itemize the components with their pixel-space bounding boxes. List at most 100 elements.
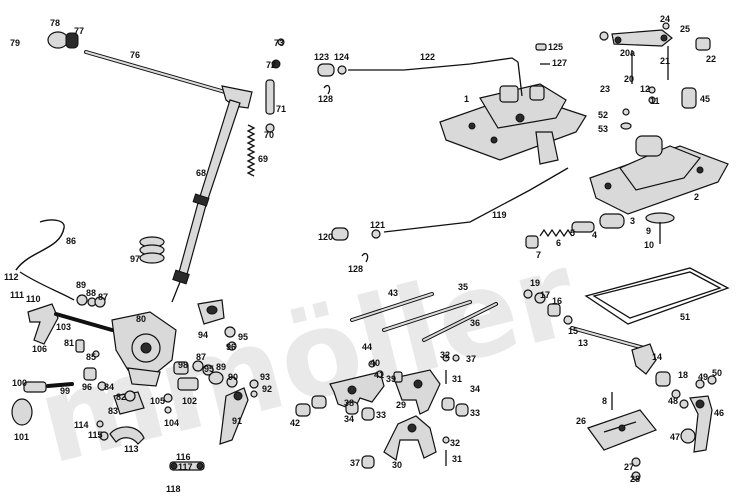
link-20 xyxy=(611,29,673,47)
label-98: 98 xyxy=(178,360,188,370)
label-97: 97 xyxy=(130,254,140,264)
label-110: 110 xyxy=(26,294,41,304)
lever-91 xyxy=(219,387,249,445)
label-40: 40 xyxy=(370,358,380,368)
label-51: 51 xyxy=(680,312,690,322)
label-12: 12 xyxy=(640,84,650,94)
label-26: 26 xyxy=(576,416,586,426)
label-128a: 128 xyxy=(318,94,333,104)
label-121: 121 xyxy=(370,220,385,230)
label-46: 46 xyxy=(714,408,724,418)
label-82: 82 xyxy=(116,392,126,402)
label-116: 116 xyxy=(176,452,191,462)
label-70: 70 xyxy=(264,130,274,140)
shift-tube xyxy=(197,99,241,206)
label-85: 85 xyxy=(86,352,96,362)
label-24: 24 xyxy=(660,14,670,24)
label-50: 50 xyxy=(712,368,722,378)
label-47: 47 xyxy=(670,432,680,442)
label-125: 125 xyxy=(548,42,563,52)
label-71: 71 xyxy=(276,104,286,114)
cover-2 xyxy=(589,135,729,215)
label-95: 95 xyxy=(238,332,248,342)
label-79: 79 xyxy=(10,38,20,48)
label-8: 8 xyxy=(602,396,607,406)
knob-insert xyxy=(65,32,79,49)
label-49: 49 xyxy=(698,372,708,382)
label-32a: 32 xyxy=(440,350,450,360)
lever-46 xyxy=(689,395,713,453)
label-48: 48 xyxy=(668,396,678,406)
label-72: 72 xyxy=(266,60,276,70)
label-89b: 89 xyxy=(216,362,226,372)
label-52: 52 xyxy=(598,110,608,120)
rod-103 xyxy=(54,312,114,332)
bracket-113 xyxy=(109,426,145,445)
part-47 xyxy=(680,428,696,444)
label-16: 16 xyxy=(552,296,562,306)
label-117: 117 xyxy=(178,462,193,472)
label-33b: 33 xyxy=(470,408,480,418)
bushing-120 xyxy=(331,227,349,241)
label-10: 10 xyxy=(644,240,654,250)
label-87a: 87 xyxy=(98,292,108,302)
pin-71 xyxy=(265,79,275,115)
label-107-106: 106 xyxy=(32,344,47,354)
label-94: 94 xyxy=(198,330,208,340)
spring-97 xyxy=(139,236,165,264)
label-80: 80 xyxy=(136,314,146,324)
label-32b: 32 xyxy=(450,438,460,448)
label-20: 20 xyxy=(624,74,634,84)
label-30: 30 xyxy=(392,460,402,470)
part-4 xyxy=(571,221,595,233)
spring-69 xyxy=(246,124,256,177)
label-15: 15 xyxy=(568,326,578,336)
label-111: 111 xyxy=(10,290,24,300)
label-77: 77 xyxy=(74,26,84,36)
label-73: 73 xyxy=(274,38,284,48)
label-114: 114 xyxy=(74,420,89,430)
label-96: 96 xyxy=(226,342,236,352)
label-128b: 128 xyxy=(348,264,363,274)
label-89: 89 xyxy=(76,280,86,290)
label-20a: 20a xyxy=(620,48,636,58)
selector-linkage xyxy=(317,57,569,263)
label-53: 53 xyxy=(598,124,608,134)
shift-knob xyxy=(47,31,69,49)
label-18: 18 xyxy=(678,370,688,380)
label-123: 123 xyxy=(314,52,329,62)
label-36: 36 xyxy=(470,318,480,328)
label-112: 112 xyxy=(4,272,19,282)
label-78: 78 xyxy=(50,18,60,28)
label-88: 88 xyxy=(86,288,96,298)
part-number-labels: 78 77 79 76 73 72 71 70 69 68 86 97 112 … xyxy=(4,14,724,494)
label-13: 13 xyxy=(578,338,588,348)
knob-101 xyxy=(11,398,33,426)
label-92: 92 xyxy=(262,384,272,394)
bracket-106 xyxy=(27,303,59,345)
label-122: 122 xyxy=(420,52,435,62)
label-84: 84 xyxy=(104,382,114,392)
label-7: 7 xyxy=(536,250,541,260)
label-124: 124 xyxy=(334,52,349,62)
label-39: 39 xyxy=(386,374,396,384)
label-31a: 31 xyxy=(452,374,462,384)
label-76: 76 xyxy=(130,50,140,60)
lever-14 xyxy=(631,343,657,375)
label-105: 105 xyxy=(150,396,165,406)
label-96b: 96 xyxy=(82,382,92,392)
label-104: 104 xyxy=(164,418,179,428)
label-83: 83 xyxy=(108,406,118,416)
shift-tube-lower xyxy=(177,202,207,279)
label-42: 42 xyxy=(290,418,300,428)
label-68: 68 xyxy=(196,168,206,178)
part-100 xyxy=(23,381,47,393)
label-91: 91 xyxy=(232,416,242,426)
label-34b: 34 xyxy=(470,384,480,394)
label-115: 115 xyxy=(88,430,103,440)
label-95b: 95 xyxy=(204,364,214,374)
label-31b: 31 xyxy=(452,454,462,464)
gasket-51 xyxy=(584,267,730,325)
label-119: 119 xyxy=(492,210,507,220)
